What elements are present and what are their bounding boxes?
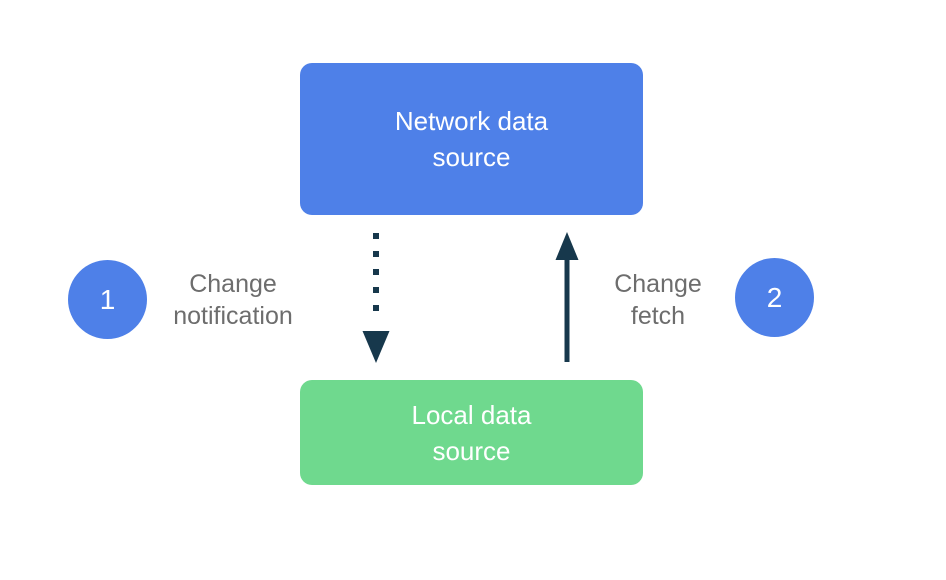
change-notification-dotted-arrow-down-icon — [362, 233, 390, 363]
node-label-line: source — [432, 142, 511, 172]
local-data-source-node: Local data source — [300, 380, 643, 485]
node-label-line: Network data — [394, 106, 549, 136]
label-line: Change — [614, 270, 702, 298]
local-data-source-label: Local data source — [412, 397, 532, 469]
network-data-source-label: Network data source — [395, 103, 548, 175]
change-fetch-label: Change fetch — [593, 268, 723, 332]
node-label-line: Local data — [411, 399, 532, 430]
step-1-badge: 1 — [68, 260, 147, 339]
node-label-line: source — [432, 435, 511, 466]
network-data-source-node: Network data source — [300, 63, 643, 215]
label-line: Change — [189, 270, 277, 298]
change-fetch-solid-arrow-up-icon — [555, 232, 579, 362]
step-2-badge: 2 — [735, 258, 814, 337]
label-line: fetch — [630, 302, 686, 330]
label-line: notification — [173, 302, 293, 330]
change-notification-label: Change notification — [148, 268, 318, 332]
